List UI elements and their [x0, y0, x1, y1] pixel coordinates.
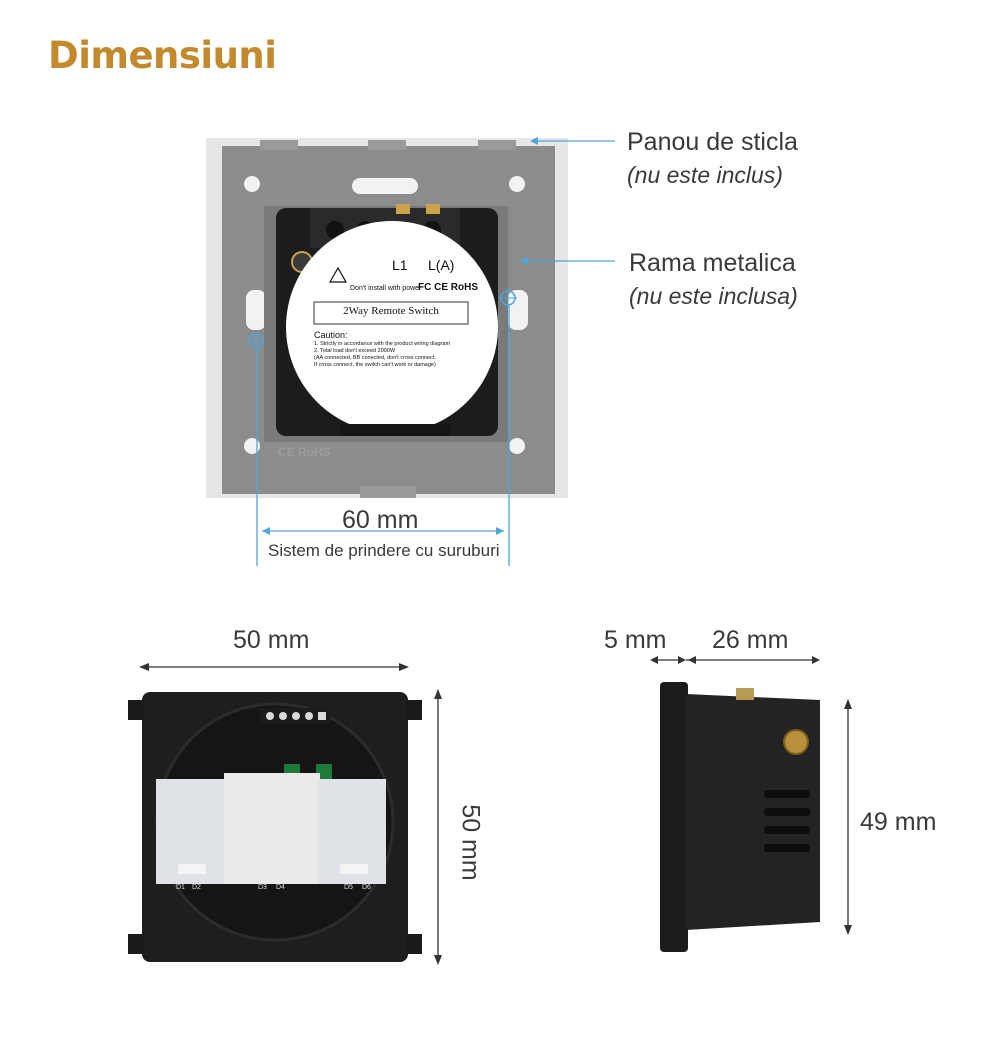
plate-tab — [260, 140, 298, 150]
screw-terminal — [396, 204, 410, 214]
arrow-left-icon — [520, 257, 528, 265]
dimension-side-height: 49 mm — [860, 808, 937, 836]
arrow-left-icon — [530, 137, 538, 145]
warning-icon — [328, 266, 348, 283]
frame-mark: CE RoHS — [278, 445, 331, 459]
callout-metal-frame-label: Rama metalica — [629, 249, 796, 277]
plate-hole — [509, 438, 525, 454]
caution-line: (AA connected, BB conected, don't cross … — [314, 355, 436, 361]
pcb-label: D3 — [258, 884, 267, 891]
dimension-back-height: 50 mm — [456, 804, 485, 881]
label-disc — [286, 221, 498, 433]
caution-line: 2. Total load don't exceed 2000W — [314, 348, 396, 354]
dimension-body-depth: 26 mm — [712, 626, 789, 654]
plate-slot — [352, 178, 418, 194]
plate-tab — [368, 140, 406, 150]
arrow-left-icon — [262, 527, 270, 535]
certification-marks: FC CE RoHS — [418, 282, 478, 293]
plate-hole — [244, 176, 260, 192]
plate-slot — [508, 290, 528, 330]
plate-tab — [360, 486, 416, 498]
pcb-label: D1 — [176, 884, 185, 891]
terminal-label-l1: L1 — [392, 257, 408, 273]
dimension-mount-width: 60 mm — [342, 506, 419, 534]
plate-hole — [509, 176, 525, 192]
product-name: 2Way Remote Switch — [343, 305, 439, 317]
caution-list: 1. Strictly in accordance with the produ… — [314, 341, 450, 369]
pcb-label: D6 — [362, 884, 371, 891]
module-fins — [340, 424, 450, 436]
plate-hole — [244, 438, 260, 454]
callout-glass-panel-label: Panou de sticla — [627, 128, 798, 156]
pcb-label: D2 — [192, 884, 201, 891]
dimension-back-width: 50 mm — [233, 626, 310, 654]
plate-tab — [478, 140, 516, 150]
page-title: Dimensiuni — [48, 34, 277, 77]
warning-text: Don't install with power — [350, 285, 422, 292]
product-name-box — [313, 301, 469, 325]
terminal-hole — [326, 221, 344, 239]
callout-metal-frame-note: (nu este inclusa) — [629, 283, 798, 309]
caution-line: 1. Strictly in accordance with the produ… — [314, 341, 451, 347]
arrow-right-icon — [496, 527, 504, 535]
pcb-label: D5 — [344, 884, 353, 891]
plate-slot — [246, 290, 266, 330]
callout-glass-panel-note: (nu este inclus) — [627, 162, 783, 188]
caution-line: If cross connect, the switch can't work … — [314, 362, 436, 368]
dimension-front-depth: 5 mm — [604, 626, 667, 654]
pcb-label: D4 — [276, 884, 285, 891]
mount-system-note: Sistem de prindere cu suruburi — [268, 541, 500, 560]
terminal-label-la: L(A) — [428, 257, 455, 273]
caution-title: Caution: — [314, 330, 348, 340]
screw-terminal — [426, 204, 440, 214]
